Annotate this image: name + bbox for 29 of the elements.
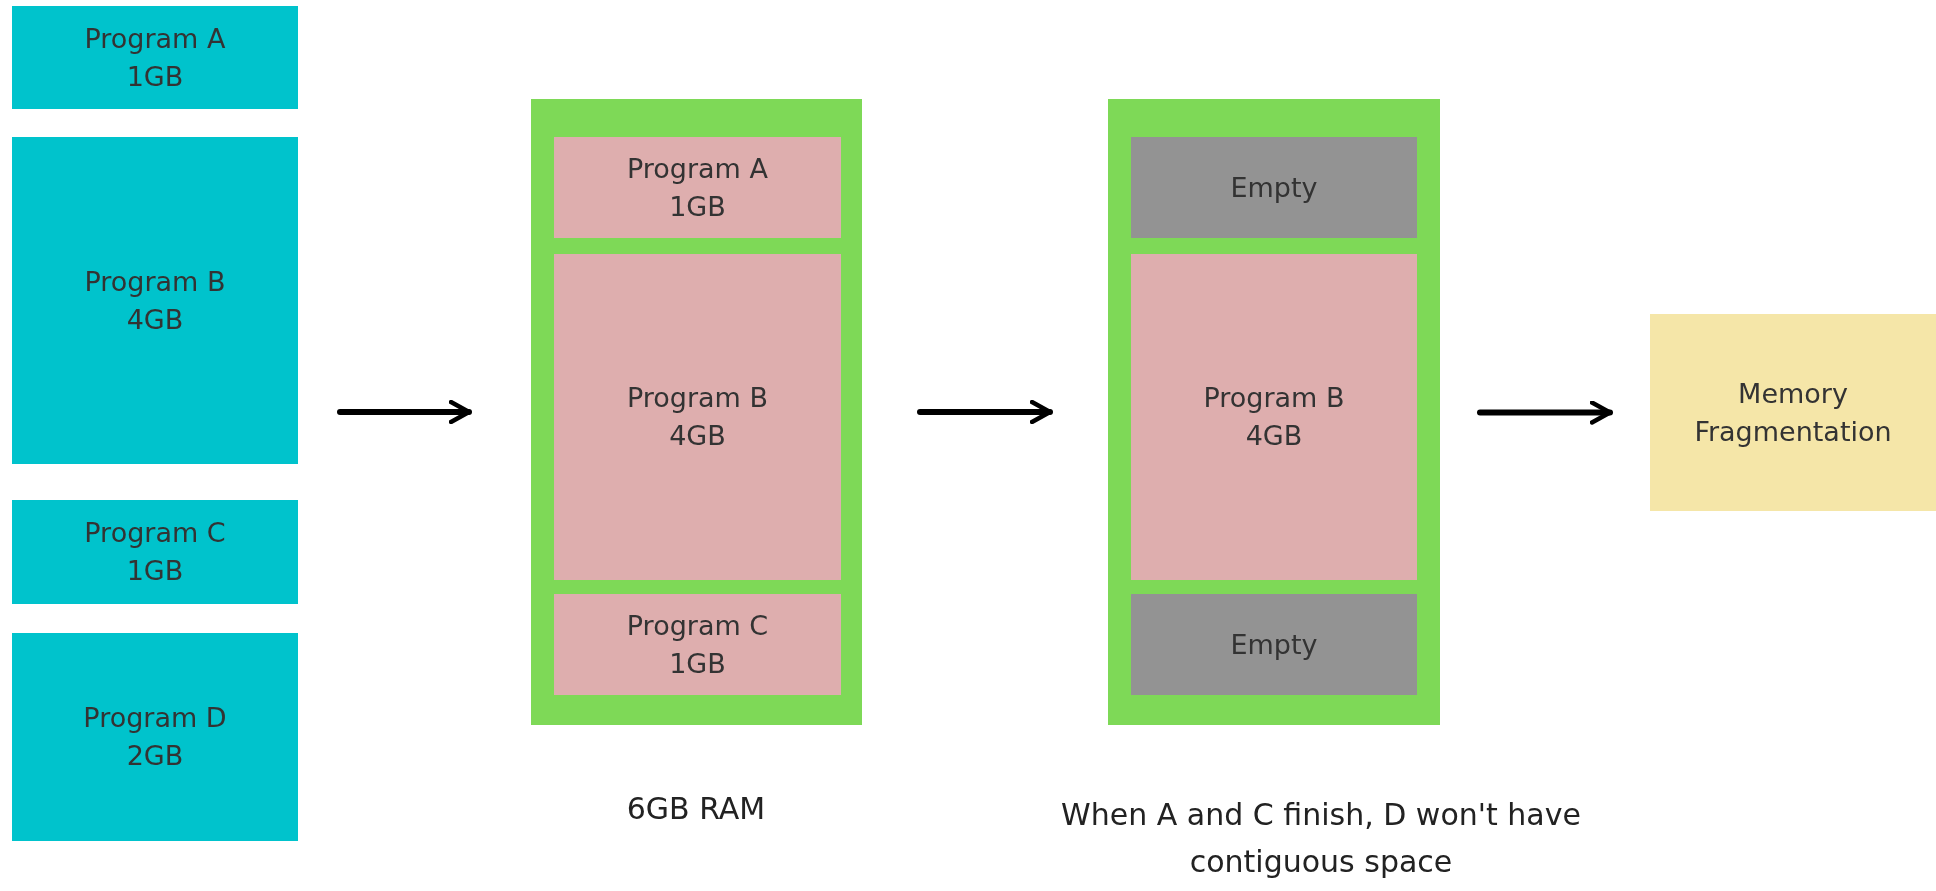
- segment-label: Program B 4GB: [626, 381, 769, 453]
- memory-segment: [554, 594, 841, 695]
- empty-segment: [1131, 137, 1417, 238]
- segment-label: Empty: [1230, 627, 1318, 662]
- segment-label: Empty: [1230, 170, 1318, 205]
- program-block: [12, 137, 298, 464]
- empty-segment: [1131, 594, 1417, 695]
- memory-segment: [554, 254, 841, 580]
- program-block: [12, 633, 298, 841]
- arrow: [337, 399, 472, 425]
- caption-text: When A and C finish, D won't have contiguous space: [1060, 795, 1582, 880]
- program-block: [12, 500, 298, 604]
- memory-panel: [531, 99, 862, 725]
- arrow: [1477, 400, 1613, 425]
- segment-label: Program C 1GB: [83, 516, 227, 588]
- segment-label: Program B 4GB: [83, 264, 227, 337]
- segment-label: Memory Fragmentation: [1693, 376, 1893, 449]
- memory-segment: [1131, 254, 1417, 580]
- memory-segment: [554, 137, 841, 238]
- segment-label: Program C 1GB: [625, 608, 770, 681]
- caption-text: 6GB RAM: [625, 789, 767, 828]
- result-box: [1650, 314, 1936, 511]
- memory-panel: [1108, 99, 1440, 725]
- segment-label: Program A 1GB: [626, 151, 769, 224]
- program-block: [12, 6, 298, 109]
- arrow: [917, 399, 1053, 425]
- segment-label: Program D 2GB: [82, 701, 228, 773]
- segment-label: Program A 1GB: [83, 21, 227, 94]
- segment-label: Program B 4GB: [1202, 381, 1346, 453]
